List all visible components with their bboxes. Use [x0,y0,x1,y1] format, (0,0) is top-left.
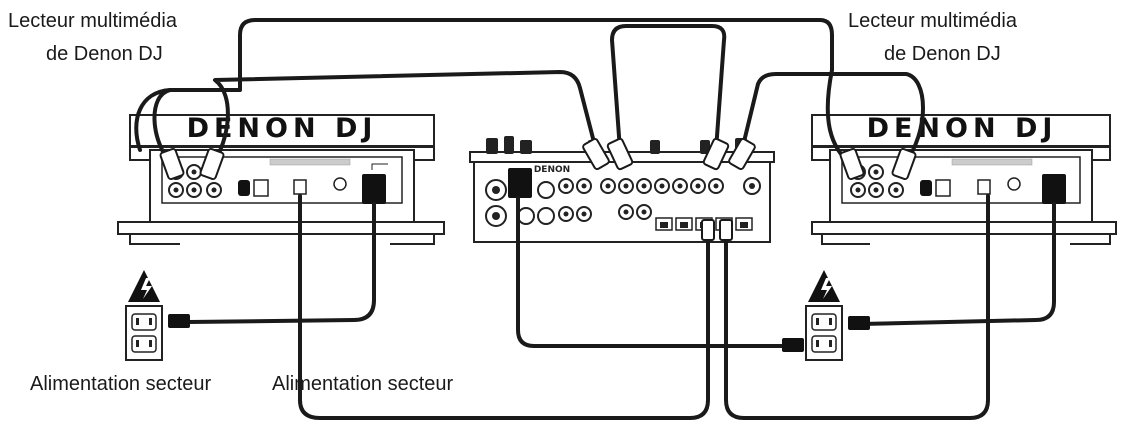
left-power-cord [186,202,376,324]
right-player-label-line1: Lecteur multimédia [848,10,1017,32]
left-media-player: DENON DJ [117,113,445,245]
cables [134,18,1056,420]
left-player-label-line2: de Denon DJ [46,43,163,65]
rca-cable-mixer-loop [610,24,727,152]
right-player-label-line2: de Denon DJ [884,43,1001,65]
rca-cable-left-3 [134,88,172,152]
warning-icon [808,270,840,302]
right-power-cord [858,202,1056,326]
right-player-power-inlet [1042,174,1066,204]
left-player-power-inlet [362,174,386,204]
rca-connector-icon [159,137,917,241]
power-label-right: Alimentation secteur [272,373,454,395]
rca-cable-left-2 [210,70,598,167]
left-link-cable [298,194,710,420]
right-link-cable [724,194,990,420]
right-player-brand: DENON DJ [867,113,1058,144]
power-plug-icon [848,316,870,330]
left-player-label-line1: Lecteur multimédia [8,10,177,32]
right-media-player: DENON DJ [811,113,1117,245]
power-plug-icon [782,338,804,352]
power-plug-icon [168,314,190,328]
mixer-brand: DENON [534,165,570,175]
left-player-port-a [238,180,250,196]
right-power-outlet [782,270,870,361]
rca-cable-right-1 [740,72,925,167]
rca-cable-left-1 [152,18,834,167]
usb-connector-icon [293,179,307,195]
mixer-power-inlet [508,168,532,198]
left-power-outlet [125,270,190,361]
power-label-left: Alimentation secteur [30,373,212,395]
warning-icon [128,270,160,302]
mixer-power-cord [516,196,792,348]
left-player-brand: DENON DJ [187,113,378,144]
